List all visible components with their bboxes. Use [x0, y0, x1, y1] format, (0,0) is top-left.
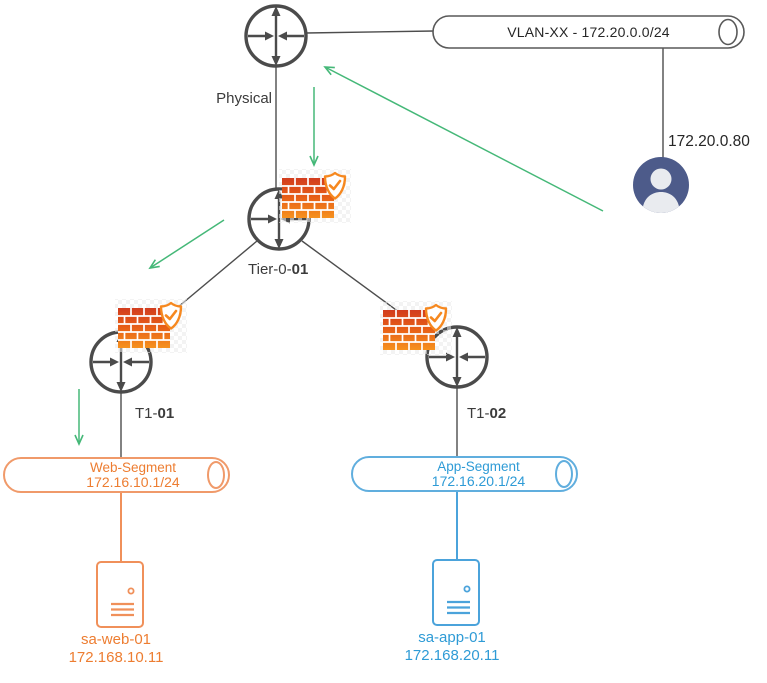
vlan-segment-label: VLAN-XX - 172.20.0.0/24 — [507, 24, 670, 40]
firewall-icon-t1-02 — [378, 299, 454, 357]
app-vm-ip: 172.168.20.11 — [404, 647, 500, 664]
t1-02-label-id: 02 — [489, 405, 507, 422]
vm-icon-app — [431, 558, 481, 627]
tier0-label-prefix: Tier-0- — [248, 261, 292, 278]
t1-02-label-prefix: T1- — [467, 405, 490, 422]
web-vm-label: sa-web-01 172.168.10.11 — [40, 631, 192, 667]
t1-01-label-prefix: T1- — [135, 405, 158, 422]
app-segment-name: App-Segment — [437, 459, 520, 474]
vlan-segment-cylinder-icon — [432, 15, 745, 49]
firewall-icon-t1-01 — [113, 297, 189, 355]
tier0-label-id: 01 — [291, 261, 309, 278]
app-segment-gateway: 172.16.20.1/24 — [431, 473, 526, 489]
app-vm-name: sa-app-01 — [418, 629, 486, 646]
t1-02-label: T1-02 — [467, 405, 506, 422]
tier0-label: Tier-0-01 — [248, 261, 308, 278]
link-physical-to-vlan — [305, 30, 435, 34]
web-segment-gateway: 172.16.10.1/24 — [86, 474, 180, 490]
physical-router-icon — [244, 4, 308, 68]
t1-01-label-id: 01 — [157, 405, 175, 422]
traffic-arrow-tier0-to-t1-01 — [148, 219, 225, 270]
web-segment-name: Web-Segment — [89, 460, 177, 475]
user-ip-label: 172.20.0.80 — [668, 133, 750, 150]
firewall-icon-tier0 — [277, 167, 353, 225]
app-vm-label: sa-app-01 172.168.20.11 — [376, 629, 528, 665]
traffic-flow-arrows — [74, 66, 604, 446]
t1-01-label: T1-01 — [135, 405, 174, 422]
physical-label: Physical — [216, 90, 272, 107]
web-vm-ip: 172.168.10.11 — [68, 649, 164, 666]
web-segment-label: Web-Segment 172.16.10.1/24 — [20, 460, 246, 490]
web-vm-name: sa-web-01 — [80, 631, 152, 648]
traffic-arrow-user-to-physical — [323, 66, 604, 212]
app-segment-label: App-Segment 172.16.20.1/24 — [366, 459, 591, 489]
user-avatar-icon — [633, 157, 689, 213]
vm-icon-web — [95, 560, 145, 629]
